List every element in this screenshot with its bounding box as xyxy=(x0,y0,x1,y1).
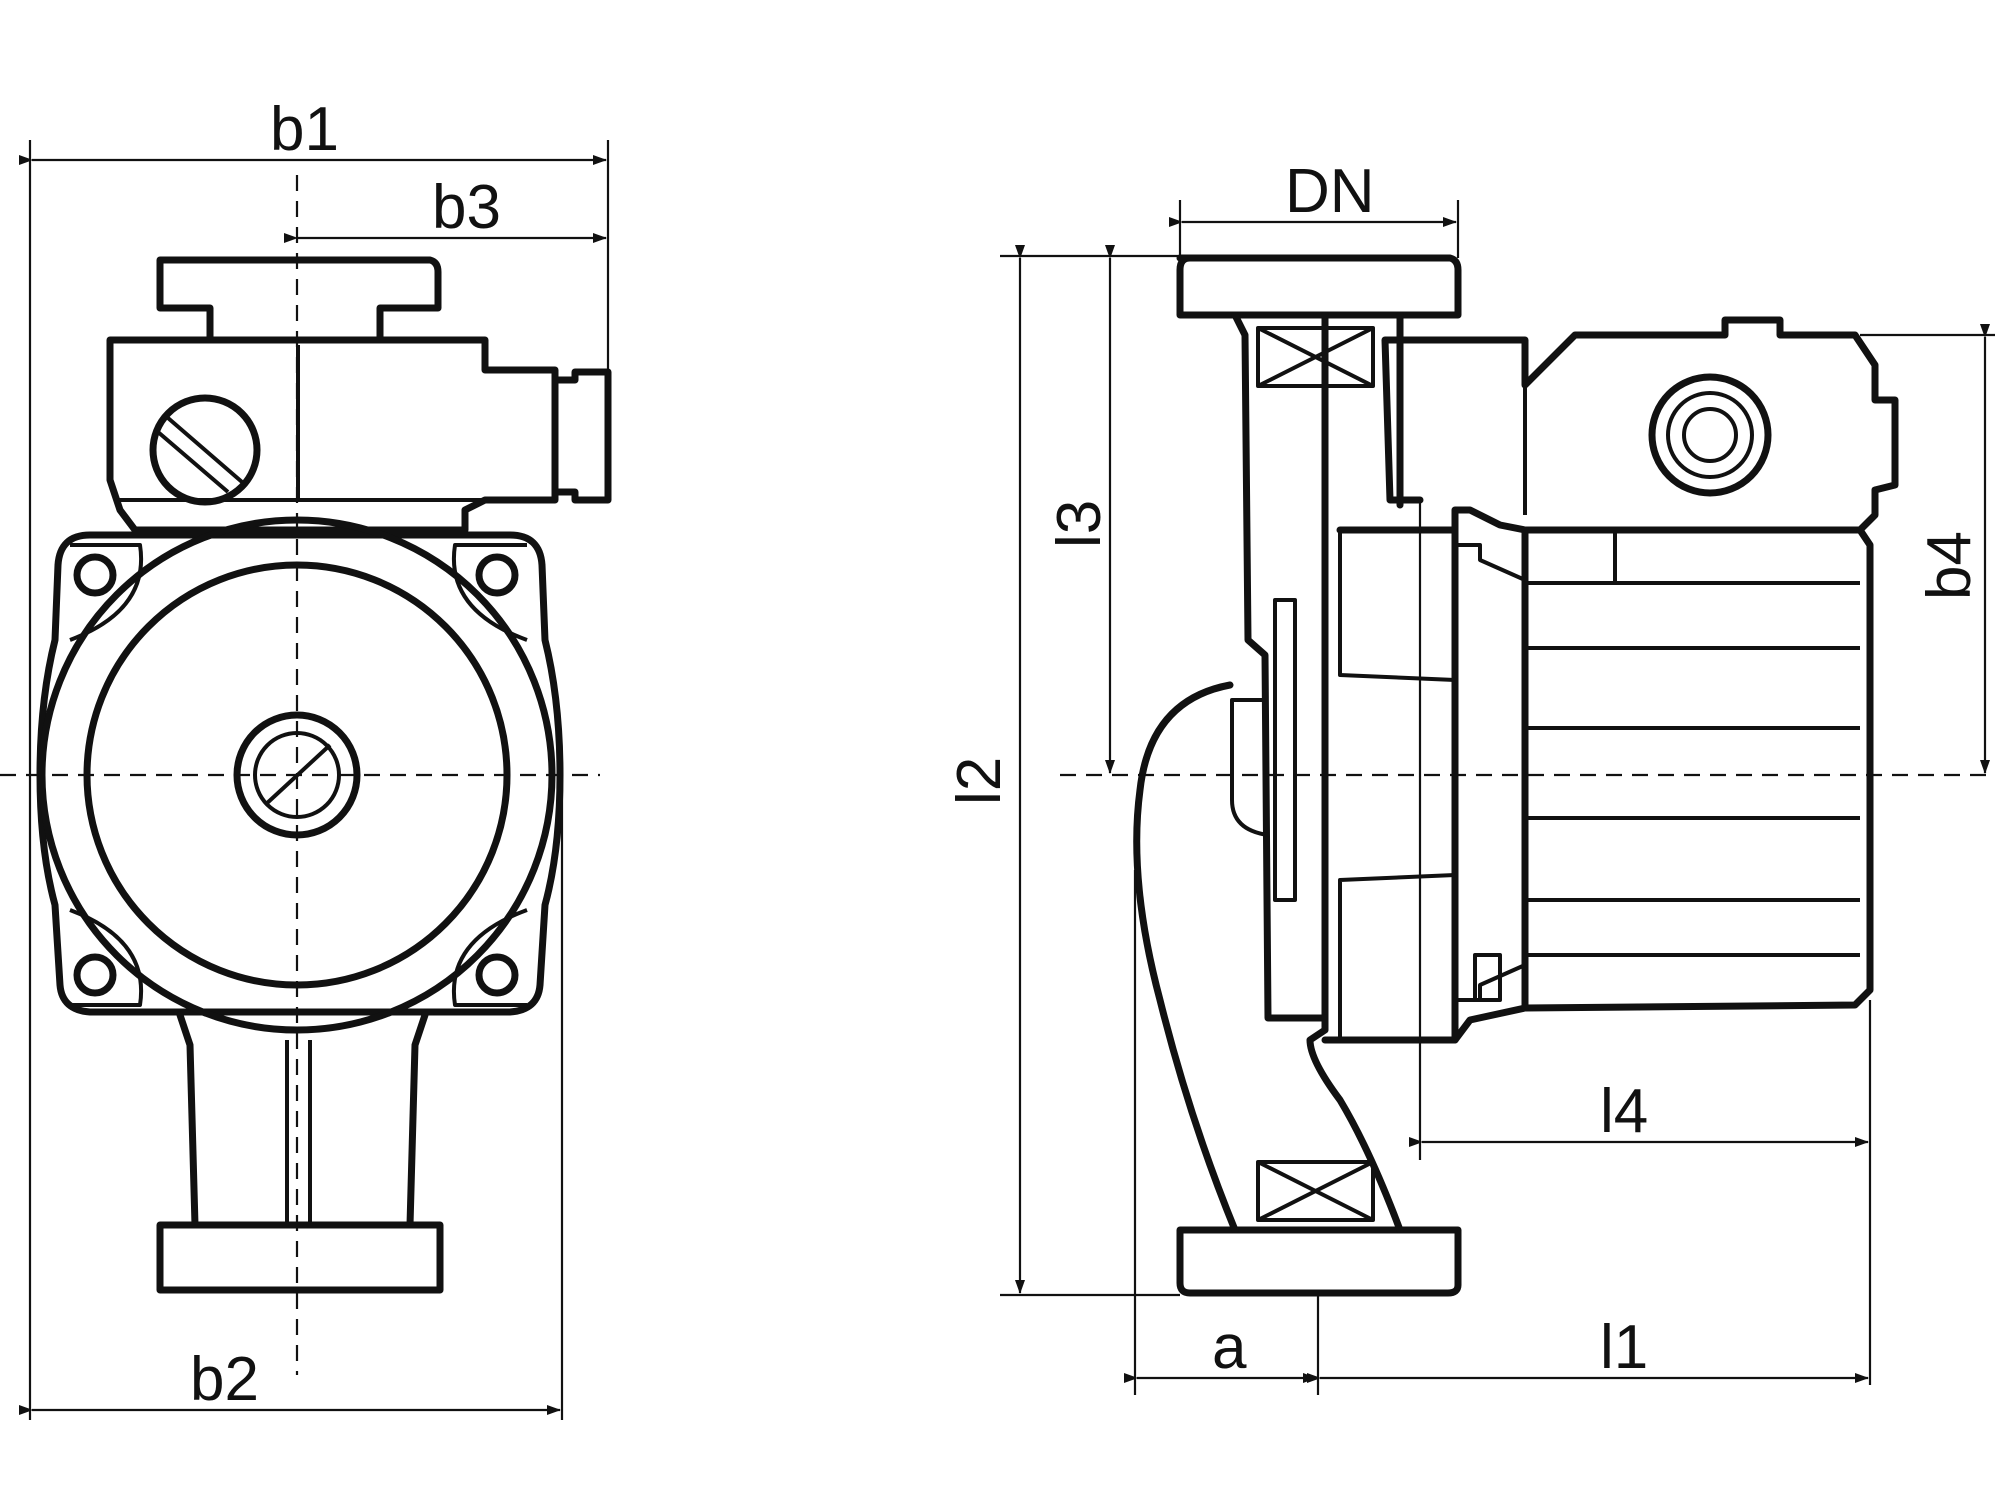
motor-housing xyxy=(1321,506,1874,1044)
b1-label: b1 xyxy=(270,95,339,164)
pump-volute xyxy=(1133,681,1239,1234)
side-view xyxy=(1060,254,1990,1297)
side-top-port xyxy=(1231,311,1329,1022)
hex-mark-bottom xyxy=(1256,1160,1375,1222)
corner-bl xyxy=(69,908,144,1007)
cable-entry-hole xyxy=(1682,407,1738,463)
motor-small-tab xyxy=(1473,953,1502,1002)
terminal-screw-icon xyxy=(149,394,261,506)
side-top-flange xyxy=(1176,254,1462,319)
front-dimensions: b1 b3 b2 xyxy=(19,95,610,1420)
hex-mark-bottom-x2 xyxy=(1257,1160,1374,1222)
bolt-hole-tl xyxy=(73,553,117,597)
vent-plug-slot xyxy=(263,743,332,807)
terminal-box-cap xyxy=(156,256,442,344)
l4-label: l4 xyxy=(1600,1077,1648,1146)
pump-lower-port xyxy=(1306,1014,1404,1234)
vent-plug-icon xyxy=(233,711,361,839)
motor-inner-step-top xyxy=(1455,543,1526,582)
a-label: a xyxy=(1212,1313,1247,1382)
l1-label: l1 xyxy=(1600,1313,1648,1382)
cable-entry-ring xyxy=(1666,391,1754,479)
bolt-hole-br xyxy=(475,953,519,997)
motor-front-ring-low xyxy=(1338,873,1456,1040)
l2-label: l2 xyxy=(945,757,1014,805)
terminal-box xyxy=(106,336,559,534)
motor-cover xyxy=(83,561,511,989)
corner-tl xyxy=(69,543,144,642)
side-terminal-box xyxy=(1396,316,1899,534)
cable-entry-icon xyxy=(1648,373,1772,497)
motor-inner-step-bottom xyxy=(1455,963,1526,1002)
corner-tr xyxy=(451,543,528,642)
motor-front-ring xyxy=(1338,530,1456,682)
bolt-hole-bl xyxy=(73,953,117,997)
hex-mark-top xyxy=(1256,326,1375,388)
volute-inner-curve xyxy=(1230,698,1269,837)
hex-mark-top-x2 xyxy=(1257,326,1374,388)
side-dimensions: DN l2 l3 b4 l4 a l1 xyxy=(945,157,1995,1395)
vent-plug-inner xyxy=(253,731,341,819)
b4-label: b4 xyxy=(1915,531,1984,600)
pump-neck xyxy=(176,1011,429,1229)
volute-inner-panel xyxy=(1273,598,1297,902)
bolt-hole-tr xyxy=(475,553,519,597)
bottom-flange xyxy=(156,1221,444,1294)
side-bottom-flange xyxy=(1176,1226,1462,1297)
front-view xyxy=(0,175,612,1375)
dn-label: DN xyxy=(1285,157,1375,226)
b3-label: b3 xyxy=(432,173,501,242)
motor-outer-ring xyxy=(38,516,556,1034)
terminal-screw-slot xyxy=(166,416,244,484)
corner-br xyxy=(451,908,528,1007)
cable-gland xyxy=(551,368,612,504)
terminal-screw-slot-2 xyxy=(156,430,230,494)
b2-label: b2 xyxy=(190,1345,259,1414)
motor-flange xyxy=(36,531,564,1016)
l3-label: l3 xyxy=(1045,500,1114,548)
